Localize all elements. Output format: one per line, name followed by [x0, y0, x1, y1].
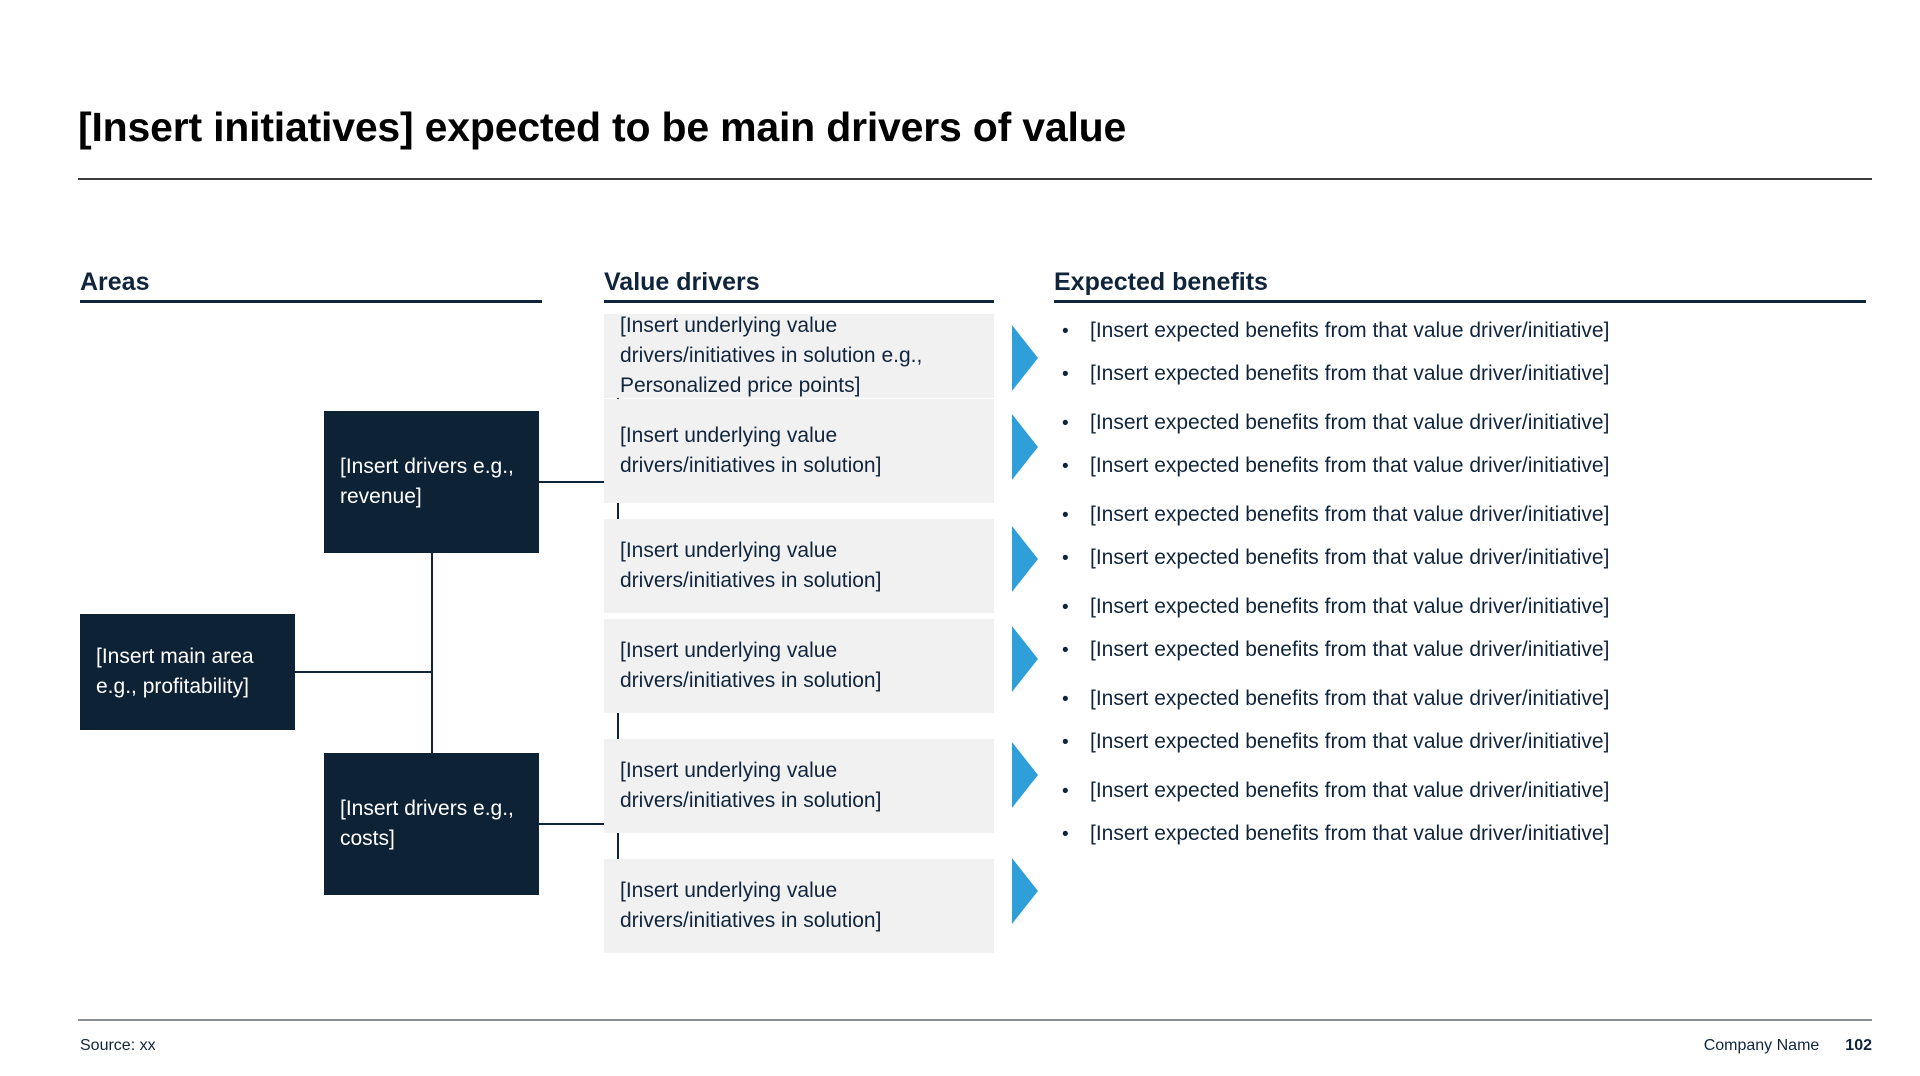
benefit-list-item-label: [Insert expected benefits from that valu… — [1090, 362, 1610, 385]
benefit-list-item-label: [Insert expected benefits from that valu… — [1090, 730, 1610, 753]
bullet-icon: • — [1062, 597, 1069, 618]
column-header-expected-benefits: Expected benefits — [1054, 268, 1268, 296]
chevron-right-icon — [1012, 858, 1038, 924]
benefit-list-item-label: [Insert expected benefits from that valu… — [1090, 319, 1610, 342]
bullet-icon: • — [1062, 364, 1069, 385]
benefit-list-item-label: [Insert expected benefits from that valu… — [1090, 454, 1610, 477]
benefit-list-item-label: [Insert expected benefits from that valu… — [1090, 595, 1610, 618]
bullet-icon: • — [1062, 321, 1069, 342]
column-rule-areas — [80, 300, 542, 303]
benefit-group: • [Insert expected benefits from that val… — [1062, 310, 1872, 396]
value-driver-box-label: [Insert underlying value drivers/initiat… — [620, 314, 923, 397]
area-box-driver-costs-label: [Insert drivers e.g., costs] — [340, 797, 514, 850]
bullet-icon: • — [1062, 548, 1069, 569]
benefit-list-item: • [Insert expected benefits from that val… — [1062, 402, 1872, 445]
footer-page-number: 102 — [1845, 1037, 1872, 1054]
chevron-right-icon — [1012, 626, 1038, 692]
benefit-list-item: • [Insert expected benefits from that val… — [1062, 721, 1872, 764]
value-driver-box-label: [Insert underlying value drivers/initiat… — [620, 539, 882, 592]
connector-revenue-out — [539, 481, 619, 483]
benefit-list-item: • [Insert expected benefits from that val… — [1062, 586, 1872, 629]
benefit-list-item-label: [Insert expected benefits from that valu… — [1090, 687, 1610, 710]
value-driver-box[interactable]: [Insert underlying value drivers/initiat… — [604, 739, 994, 833]
benefit-list-item-label: [Insert expected benefits from that valu… — [1090, 638, 1610, 661]
benefit-group: • [Insert expected benefits from that val… — [1062, 586, 1872, 672]
benefit-group: • [Insert expected benefits from that val… — [1062, 770, 1872, 856]
benefit-list-item-label: [Insert expected benefits from that valu… — [1090, 503, 1610, 526]
value-driver-box-label: [Insert underlying value drivers/initiat… — [620, 639, 882, 692]
bullet-icon: • — [1062, 640, 1069, 661]
connector-areas-spine — [431, 553, 433, 753]
benefit-list-item: • [Insert expected benefits from that val… — [1062, 770, 1872, 813]
chevron-right-icon — [1012, 325, 1038, 391]
benefit-list-item: • [Insert expected benefits from that val… — [1062, 494, 1872, 537]
chevron-right-icon — [1012, 742, 1038, 808]
benefit-list-item: • [Insert expected benefits from that val… — [1062, 310, 1872, 353]
benefit-list-item: • [Insert expected benefits from that val… — [1062, 678, 1872, 721]
value-driver-box[interactable]: [Insert underlying value drivers/initiat… — [604, 314, 994, 398]
benefit-list-item-label: [Insert expected benefits from that valu… — [1090, 411, 1610, 434]
title-divider — [78, 178, 1872, 180]
bullet-icon: • — [1062, 781, 1069, 802]
area-box-driver-revenue[interactable]: [Insert drivers e.g., revenue] — [324, 411, 539, 553]
value-driver-box-label: [Insert underlying value drivers/initiat… — [620, 759, 882, 812]
value-driver-box[interactable]: [Insert underlying value drivers/initiat… — [604, 619, 994, 713]
column-rule-expected-benefits — [1054, 300, 1866, 303]
connector-main-to-spine — [295, 671, 433, 673]
bullet-icon: • — [1062, 456, 1069, 477]
area-box-driver-revenue-label: [Insert drivers e.g., revenue] — [340, 455, 514, 508]
column-header-areas: Areas — [80, 268, 150, 296]
benefit-list-item: • [Insert expected benefits from that val… — [1062, 537, 1872, 580]
bullet-icon: • — [1062, 505, 1069, 526]
benefit-list-item-label: [Insert expected benefits from that valu… — [1090, 779, 1610, 802]
bullet-icon: • — [1062, 689, 1069, 710]
benefit-list-item-label: [Insert expected benefits from that valu… — [1090, 822, 1610, 845]
benefit-group: • [Insert expected benefits from that val… — [1062, 402, 1872, 488]
benefit-list-item: • [Insert expected benefits from that val… — [1062, 353, 1872, 396]
footer-source: Source: xx — [80, 1037, 156, 1054]
connector-costs-out — [539, 823, 619, 825]
benefit-list-item: • [Insert expected benefits from that val… — [1062, 629, 1872, 672]
benefit-list-item: • [Insert expected benefits from that val… — [1062, 813, 1872, 856]
benefit-list-item-label: [Insert expected benefits from that valu… — [1090, 546, 1610, 569]
benefit-group: • [Insert expected benefits from that val… — [1062, 678, 1872, 764]
bullet-icon: • — [1062, 413, 1069, 434]
page-title: [Insert initiatives] expected to be main… — [78, 104, 1127, 150]
bullet-icon: • — [1062, 824, 1069, 845]
area-box-driver-costs[interactable]: [Insert drivers e.g., costs] — [324, 753, 539, 895]
value-driver-box[interactable]: [Insert underlying value drivers/initiat… — [604, 859, 994, 953]
chevron-right-icon — [1012, 526, 1038, 592]
value-driver-box[interactable]: [Insert underlying value drivers/initiat… — [604, 399, 994, 503]
value-driver-box[interactable]: [Insert underlying value drivers/initiat… — [604, 519, 994, 613]
area-box-main[interactable]: [Insert main area e.g., profitability] — [80, 614, 295, 730]
footer-divider — [78, 1019, 1872, 1021]
footer-right-group: Company Name 102 — [1704, 1037, 1872, 1055]
benefit-list-item: • [Insert expected benefits from that val… — [1062, 445, 1872, 488]
column-header-value-drivers: Value drivers — [604, 268, 760, 296]
footer-company-name: Company Name — [1703, 1037, 1820, 1054]
bullet-icon: • — [1062, 732, 1069, 753]
column-rule-value-drivers — [604, 300, 994, 303]
value-driver-box-label: [Insert underlying value drivers/initiat… — [620, 879, 882, 932]
benefit-group: • [Insert expected benefits from that val… — [1062, 494, 1872, 580]
value-driver-box-label: [Insert underlying value drivers/initiat… — [620, 424, 882, 477]
area-box-main-label: [Insert main area e.g., profitability] — [96, 645, 254, 698]
chevron-right-icon — [1012, 414, 1038, 480]
